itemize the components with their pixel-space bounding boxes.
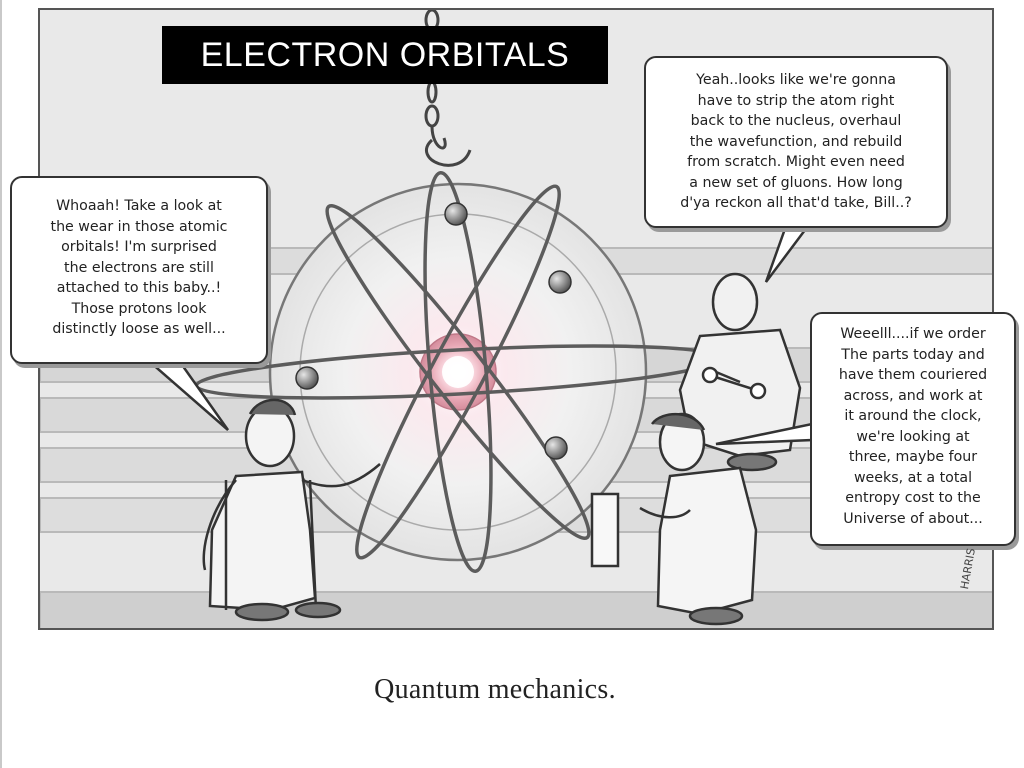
bubble-line: Yeah..looks like we're gonna [696, 72, 896, 88]
bubble-line: Those protons look [71, 300, 207, 317]
speech-bubble-right: Weeelll....if we order The parts today a… [810, 312, 1016, 546]
slide-border [0, 0, 2, 768]
bubble-line: entropy cost to the [845, 490, 981, 506]
bubble-line: the wavefunction, and rebuild [689, 133, 903, 150]
mechanic-figure [590, 412, 758, 626]
speech-bubble-top-right: Yeah..looks like we're gonna have to str… [644, 56, 948, 228]
atom-illustration [194, 170, 722, 574]
bubble-line: the electrons are still [64, 259, 214, 276]
bubble-line: from scratch. Might even need [687, 154, 905, 170]
bubble-line: distinctly loose as well... [52, 321, 226, 337]
bubble-line: have to strip the atom right [697, 92, 895, 109]
bubble-line: back to the nucleus, overhaul [690, 113, 902, 129]
bubble-line: the wear in those atomic [50, 218, 228, 235]
speech-bubble-left: Whoaah! Take a look at the wear in those… [10, 176, 268, 364]
mechanic-figure [202, 398, 381, 622]
bubble-line: it around the clock, [844, 408, 982, 424]
bubble-line: have them couriered [838, 367, 988, 383]
bubble-line: The parts today and [841, 346, 985, 363]
bubble-line: Weeelll....if we order [840, 326, 986, 342]
bubble-line: weeks, at a total [853, 469, 973, 486]
wrench-icon [701, 366, 767, 400]
bubble-line: a new set of gluons. How long [689, 174, 903, 191]
bubble-line: three, maybe four [848, 449, 978, 465]
bubble-line: attached to this baby..! [56, 280, 222, 296]
bubble-line: Whoaah! Take a look at [56, 198, 222, 214]
slide-title: ELECTRON ORBITALS [162, 26, 608, 84]
bubble-line: orbitals! I'm surprised [61, 239, 217, 255]
bubble-line: we're looking at [856, 428, 970, 445]
bubble-line: across, and work at [843, 387, 983, 404]
bubble-line: Universe of about... [843, 510, 983, 527]
bubble-line: d'ya reckon all that'd take, Bill..? [680, 195, 912, 211]
cartoon-caption: Quantum mechanics. [374, 674, 616, 705]
